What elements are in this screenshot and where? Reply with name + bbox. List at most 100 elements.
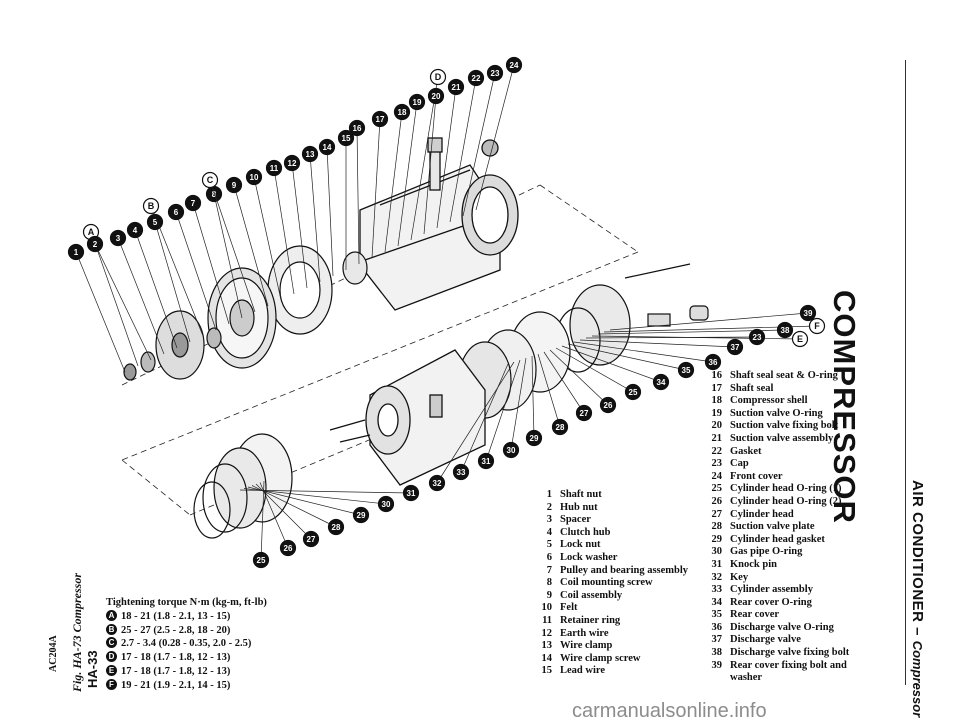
callout-circle <box>318 138 336 156</box>
part-name: Rear cover fixing bolt and washer <box>730 659 847 684</box>
callout-circle <box>808 317 826 335</box>
leader-line <box>384 111 403 253</box>
part-number: 32 <box>711 571 723 583</box>
leader-line <box>449 77 477 223</box>
callout-label: 13 <box>306 150 315 159</box>
part-number: 35 <box>711 609 723 621</box>
callout-label: 37 <box>731 343 740 352</box>
callout-label: 10 <box>250 173 259 182</box>
leader-line <box>475 64 515 211</box>
part-number: 16 <box>711 370 723 381</box>
callout-label: B <box>148 201 155 211</box>
torque-title: Tightening torque N·m (kg-m, ft-lb) <box>106 597 267 608</box>
callout-label: F <box>814 321 820 331</box>
leader-line <box>609 312 809 331</box>
leader-line <box>561 345 662 383</box>
leader-line <box>213 193 243 319</box>
leader-line <box>150 205 204 337</box>
callout-circle <box>348 119 366 137</box>
callout-label: 38 <box>781 326 790 335</box>
leader-line <box>134 229 178 349</box>
callout-label: 28 <box>332 523 341 532</box>
callout-circle <box>67 243 85 261</box>
leader-line <box>436 361 515 484</box>
callout-circle <box>371 110 389 128</box>
leader-line <box>243 488 387 505</box>
leader-line <box>75 251 126 373</box>
part-name: Gasket <box>730 445 762 457</box>
callout-label: 34 <box>657 378 666 387</box>
chapter-title-main: AIR CONDITIONER – <box>909 480 926 637</box>
callout-circle <box>252 551 270 569</box>
callout-label: 35 <box>682 366 691 375</box>
part-name: Shaft seal seat & O-ring <box>730 370 838 381</box>
callout-label: 15 <box>342 134 351 143</box>
part-name: Suction valve assembly <box>730 432 834 444</box>
leader-line <box>175 211 217 331</box>
callout-circle <box>402 484 420 502</box>
callout-label: 19 <box>413 98 422 107</box>
callout-circle <box>575 404 593 422</box>
part-name: Key <box>730 571 749 583</box>
callout-label: 24 <box>510 61 519 70</box>
watermark-text: carmanualsonline.info <box>572 700 767 722</box>
leader-line <box>579 339 736 348</box>
callout-circle <box>265 159 283 177</box>
callout-label: 5 <box>153 218 158 227</box>
callout-circle <box>502 441 520 459</box>
callout-circle <box>704 353 722 371</box>
callout-circle <box>327 518 345 536</box>
callout-label: 30 <box>507 446 516 455</box>
callout-label: 3 <box>116 234 121 243</box>
callout-circle <box>452 463 470 481</box>
callout-label: 1 <box>74 248 79 257</box>
part-name: Cylinder assembly <box>730 584 813 596</box>
leader-line <box>117 237 165 355</box>
part-number: 17 <box>711 382 723 394</box>
part-number: 22 <box>711 445 723 457</box>
page-number: HA-33 <box>85 650 100 688</box>
clutch-and-pulley <box>123 245 368 381</box>
torque-value: 2.7 - 3.4 (0.28 - 0.35, 2.0 - 2.5) <box>121 638 252 650</box>
callout-circle <box>393 103 411 121</box>
figure-code: AC204A <box>48 635 59 672</box>
callout-label: 6 <box>174 208 179 217</box>
callout-circle <box>408 93 426 111</box>
chapter-title: AIR CONDITIONER – Compressor <box>909 480 926 717</box>
part-name: Pulley and bearing assembly <box>560 564 689 576</box>
leader-line <box>94 243 152 361</box>
leader-line <box>259 482 289 549</box>
part-name: Rear cover <box>730 609 780 621</box>
leader-line <box>326 146 334 277</box>
callout-label: 26 <box>604 401 613 410</box>
callout-circle <box>748 328 766 346</box>
callout-label: 25 <box>629 388 638 397</box>
part-number: 5 <box>546 539 552 551</box>
leader-line <box>260 480 265 561</box>
part-name: Front cover <box>730 470 783 482</box>
part-number: 24 <box>711 470 723 482</box>
callout-circle <box>283 154 301 172</box>
leader-line <box>549 349 609 406</box>
part-number: 29 <box>711 533 723 545</box>
callout-label: 22 <box>472 74 481 83</box>
side-rule <box>905 60 906 685</box>
part-number: 4 <box>546 526 552 538</box>
part-name: Lead wire <box>560 665 606 677</box>
part-number: 12 <box>541 627 553 639</box>
part-name: Discharge valve <box>730 634 801 646</box>
callout-label: 20 <box>432 92 441 101</box>
leader-line <box>410 76 439 241</box>
callout-circle <box>142 197 160 215</box>
